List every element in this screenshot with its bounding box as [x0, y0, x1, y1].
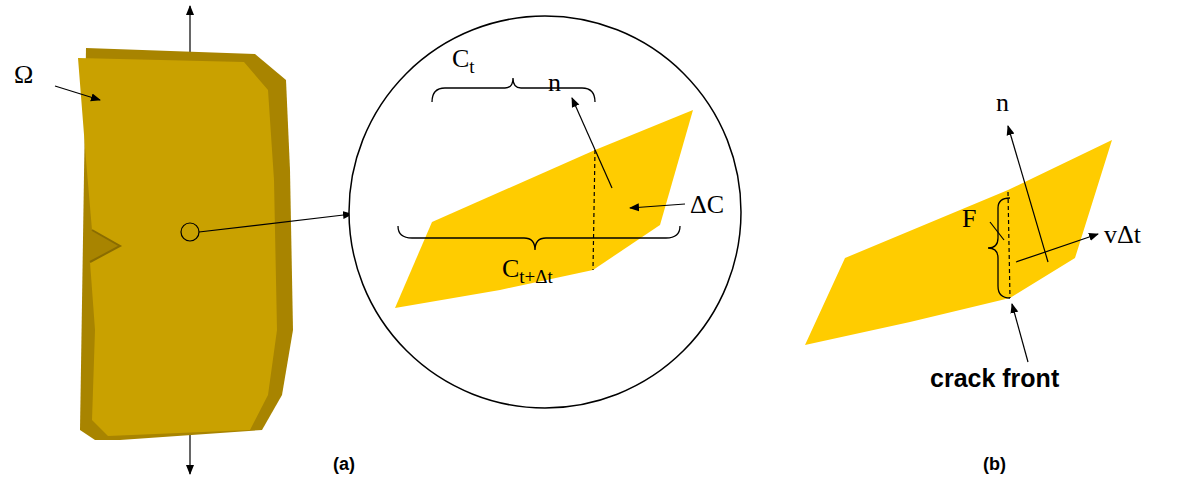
- brace: [432, 78, 595, 102]
- label: F: [962, 206, 976, 232]
- zoom-arrow: [199, 214, 352, 232]
- label: n: [996, 90, 1009, 116]
- leader-line: [630, 204, 685, 208]
- label: Ct+Δt: [502, 256, 553, 286]
- normal-arrow: [572, 98, 612, 188]
- crack-front-line: [593, 150, 595, 270]
- label: n: [548, 70, 561, 96]
- velocity-line: [1016, 234, 1098, 262]
- specimen-face: [78, 58, 277, 436]
- label: vΔt: [1104, 222, 1141, 248]
- label: (a): [333, 455, 355, 473]
- crack-front-line: [1008, 192, 1010, 298]
- label: ΔC: [690, 192, 724, 218]
- label: crack front: [930, 366, 1059, 391]
- label: Ω: [14, 62, 33, 88]
- brace: [398, 226, 680, 250]
- crack-surface: [805, 140, 1112, 345]
- label: Ct: [452, 46, 475, 76]
- leader-line: [1012, 304, 1028, 362]
- magnify-circle: [349, 16, 741, 408]
- normal-arrow: [1008, 126, 1048, 262]
- brace: [988, 198, 1010, 298]
- leader-line: [990, 222, 1004, 240]
- crack-surface: [395, 110, 693, 308]
- leader-line: [55, 86, 100, 100]
- zoom-circle: [181, 223, 199, 241]
- notch: [90, 230, 120, 262]
- label: (b): [983, 455, 1006, 473]
